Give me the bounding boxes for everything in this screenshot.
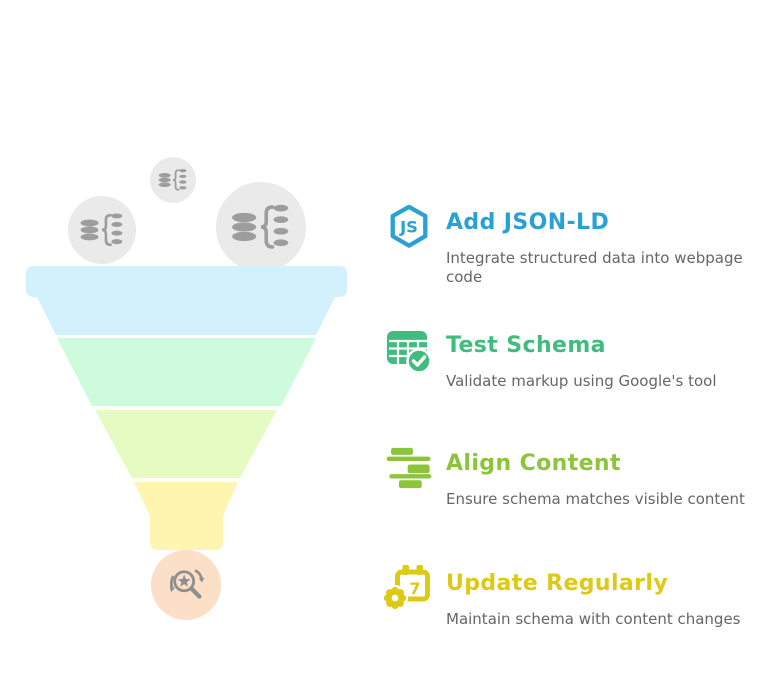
step-title: Update Regularly [446, 571, 669, 596]
data-bubble-left [68, 196, 136, 264]
funnel-stage-3 [95, 410, 277, 478]
calendar-day-number: 7 [409, 579, 420, 598]
funnel-stage-4 [134, 482, 238, 550]
step-item-align-content: Align Content Ensure schema matches visi… [384, 443, 745, 509]
step-item-update-regularly: 7 [384, 563, 741, 629]
step-description: Validate markup using Google's tool [446, 372, 717, 390]
step-description: Ensure schema matches visible content [446, 490, 745, 508]
schema-table-check-icon [384, 325, 434, 375]
search-review-icon [169, 569, 205, 599]
step-description: Maintain schema with content changes [446, 610, 741, 628]
check-icon [411, 355, 427, 367]
js-icon-letters: JS [399, 217, 418, 236]
gear-icon [384, 585, 408, 611]
funnel-stage-1 [26, 266, 347, 335]
step-title: Add JSON-LD [446, 210, 610, 235]
funnel-stage-2 [57, 338, 316, 406]
json-ld-hexagon-icon: JS [384, 202, 434, 252]
step-description: Integrate structured data into webpage c… [446, 249, 743, 286]
align-content-bars-icon [384, 443, 434, 493]
step-item-test-schema: Test Schema Validate markup using Google… [384, 325, 717, 391]
step-title: Test Schema [446, 333, 606, 358]
step-title: Align Content [446, 451, 621, 476]
step-item-add-json-ld: JS Add JSON-LD Integrate structured data… [384, 202, 748, 287]
calendar-update-icon: 7 [384, 563, 434, 613]
funnel-graphic [26, 157, 347, 620]
